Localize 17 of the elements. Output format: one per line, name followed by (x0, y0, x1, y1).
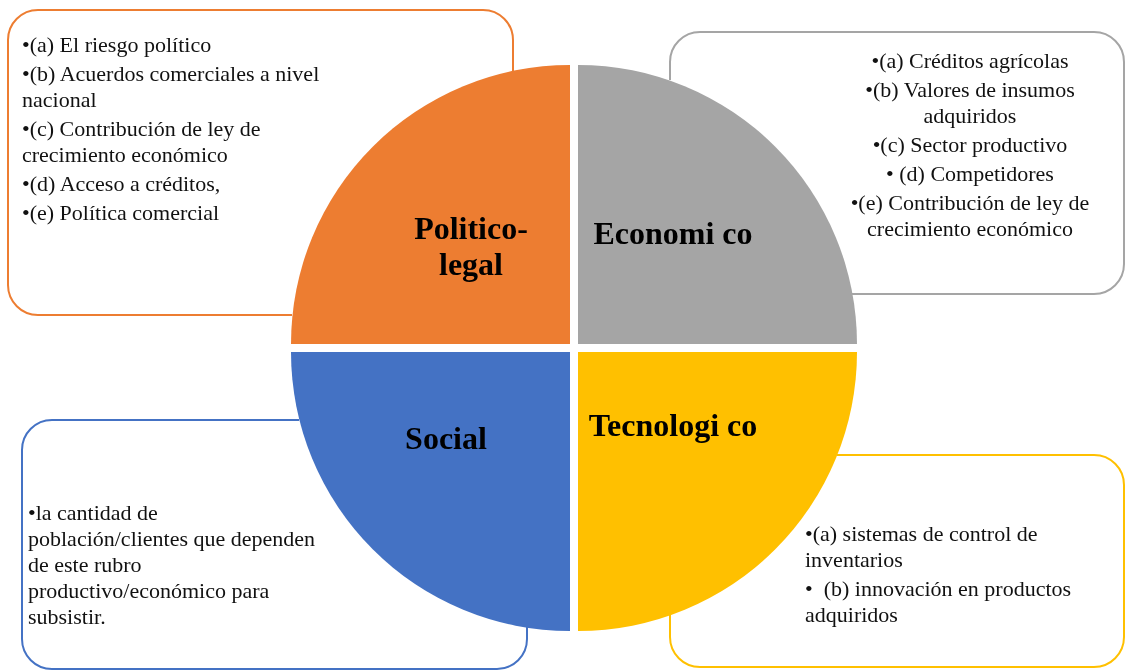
bullet-item: • (b) innovación en productos adquiridos (805, 576, 1073, 628)
segment-title: Social (404, 420, 488, 456)
bullet-item: •(a) Créditos agrícolas (870, 48, 1070, 74)
segment-title: Economi co (593, 215, 753, 251)
bullet-item: •la cantidad de población/clientes que dependen de este rubro productivo/económico para subsistir. (28, 500, 317, 630)
bullet-item: •(e) Contribución de ley de crecimiento económico (849, 190, 1091, 242)
segment-title: Politico- legal (413, 210, 529, 282)
bullet-item: •(c) Contribución de ley de crecimiento económico (22, 116, 262, 168)
bullet-item: •(d) Acceso a créditos, (22, 171, 222, 197)
bullet-item: •(b) Valores de insumos adquiridos (864, 77, 1076, 129)
bullet-item: •(a) El riesgo político (22, 32, 213, 58)
segment-title: Tecnologi co (588, 407, 758, 443)
bullet-item: •(e) Política comercial (22, 200, 221, 226)
bullet-item: •(b) Acuerdos comerciales a nivel nacional (22, 61, 321, 113)
bullet-item: •(c) Sector productivo (871, 132, 1069, 158)
bullet-item: •(a) sistemas de control de inventarios (805, 521, 1039, 573)
bullet-item: • (d) Competidores (885, 161, 1055, 187)
